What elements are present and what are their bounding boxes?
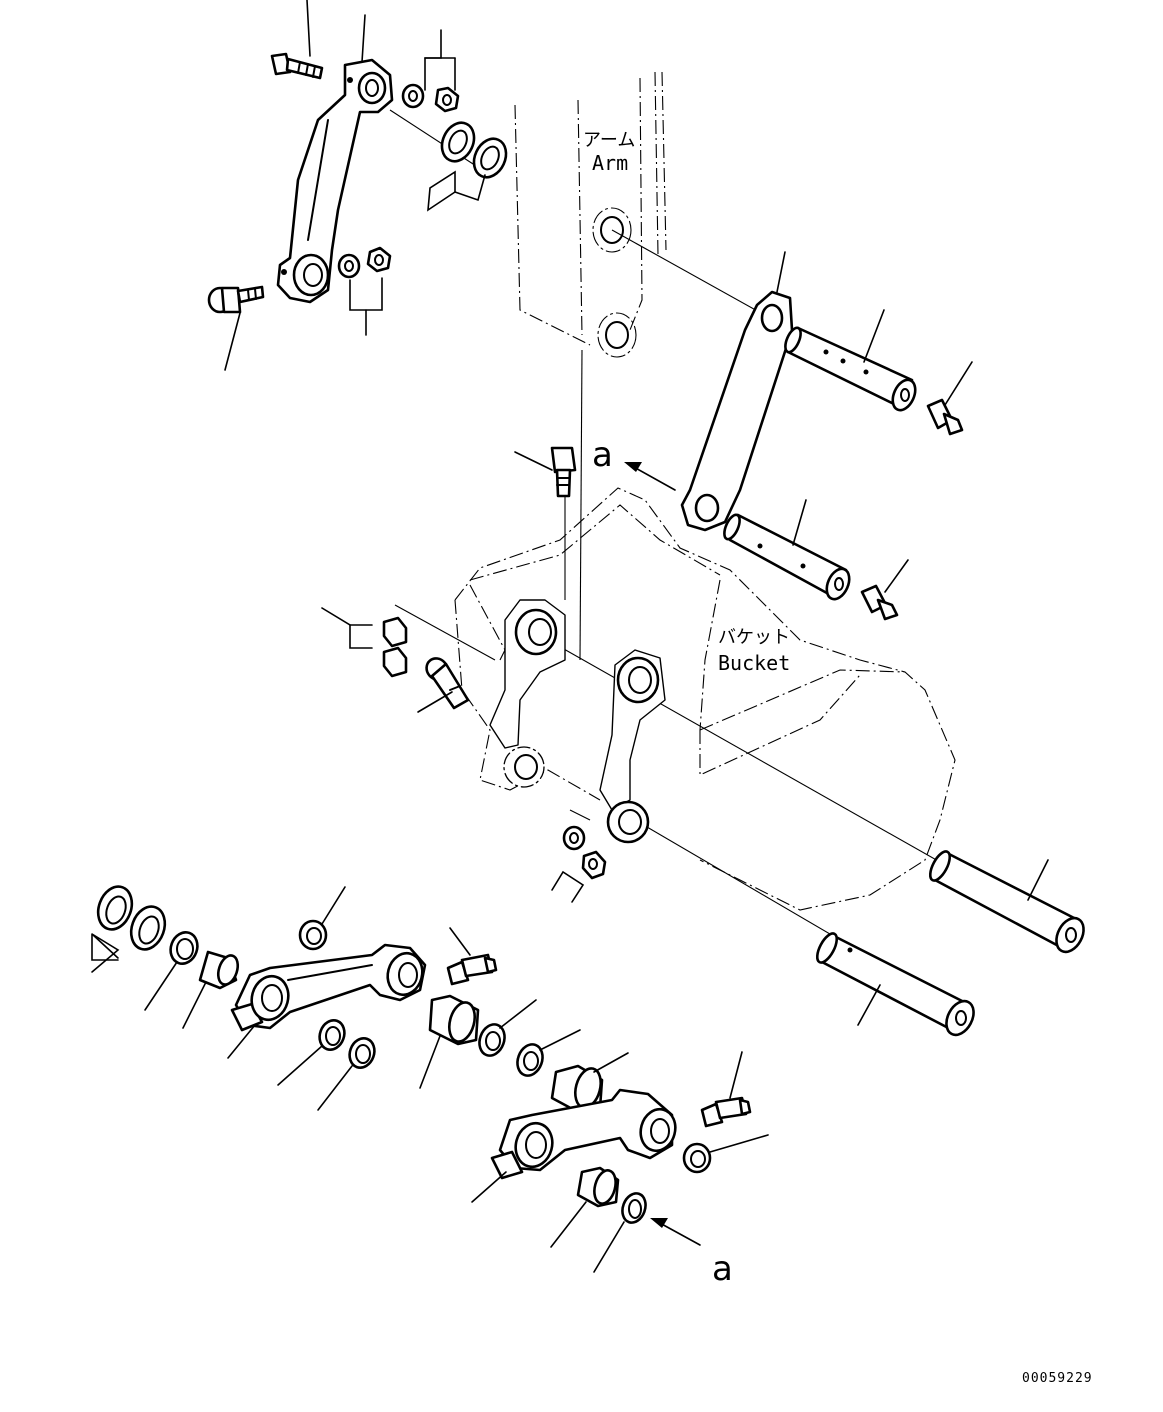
connecting-link xyxy=(276,58,394,304)
nut-pair-bucket xyxy=(321,607,408,678)
reference-mark-top: a xyxy=(592,435,613,475)
seal-rings-left-pair xyxy=(277,1019,376,1111)
pin-lower-right xyxy=(723,513,851,601)
bushing-center xyxy=(419,994,480,1089)
arm-label-en: Arm xyxy=(592,151,628,175)
bucket-bosses xyxy=(489,599,666,844)
bucket-label-jp: バケット xyxy=(718,627,790,648)
lower-link-arm-left xyxy=(227,943,427,1059)
bucket-outline xyxy=(454,487,956,911)
bushing-bottom xyxy=(550,1166,620,1248)
reference-arrow-top xyxy=(624,462,676,491)
long-pin-1 xyxy=(928,850,1085,954)
seal-ring-left xyxy=(144,931,199,1011)
shims-upper xyxy=(440,121,508,179)
grease-fitting-upper-right xyxy=(926,398,964,436)
arm-label-jp: アーム xyxy=(583,130,635,151)
arm-outline xyxy=(514,71,667,346)
seal-ring-bottom xyxy=(593,1192,647,1273)
shims-lower-left xyxy=(91,885,167,973)
bushing-left xyxy=(182,950,240,1029)
grease-fitting-right xyxy=(700,1051,752,1128)
lower-link-arm-right xyxy=(471,1088,677,1203)
upper-link-assembly xyxy=(207,0,508,371)
arm-pin-bosses xyxy=(592,207,637,358)
nut-pair-lower xyxy=(337,246,392,279)
long-link xyxy=(680,290,794,532)
bolt-upper xyxy=(270,52,324,80)
nut-small-left xyxy=(298,886,346,951)
drawing-number: 00059229 xyxy=(1022,1371,1093,1386)
nut-pair-upper xyxy=(401,83,460,113)
bolt-bucket-side xyxy=(417,657,470,713)
grease-fitting-lower-right xyxy=(860,584,899,621)
seal-rings-center xyxy=(478,999,581,1077)
nut-small-right xyxy=(682,1134,769,1174)
bucket-label-en: Bucket xyxy=(718,651,790,675)
reference-arrow-bottom xyxy=(650,1218,701,1246)
reference-mark-bottom: a xyxy=(712,1249,733,1289)
bolt-center xyxy=(514,446,577,498)
right-link-assembly xyxy=(680,251,973,621)
grease-fitting-left xyxy=(446,927,498,986)
pin-upper-right xyxy=(784,326,917,412)
bolt-lower-left xyxy=(207,285,265,314)
nut-pair-lower-bucket xyxy=(551,825,607,903)
long-pin-2 xyxy=(815,932,975,1037)
